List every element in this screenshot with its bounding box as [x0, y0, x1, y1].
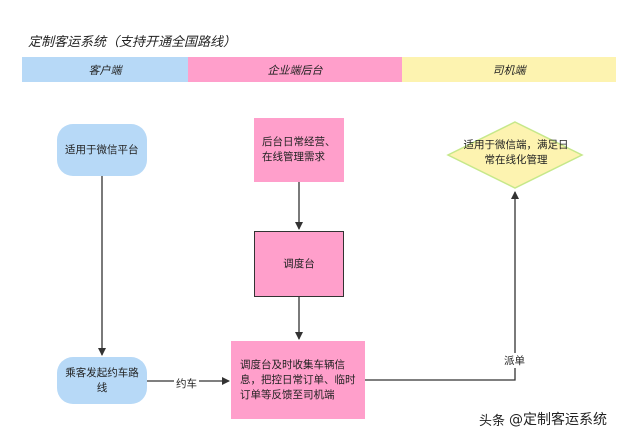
- edge-detail-to-driver: [365, 191, 519, 381]
- edge-label-dispatch: 派单: [502, 353, 527, 368]
- watermark-prefix: 头条: [479, 413, 506, 429]
- node-dispatch-detail: 调度台及时收集车辆信息，把控日常订单、临时订单等反馈至司机端: [231, 341, 365, 419]
- watermark: 头条 @定制客运系统: [479, 409, 607, 429]
- node-dispatch-detail-text: 调度台及时收集车辆信息，把控日常订单、临时订单等反馈至司机端: [240, 358, 356, 401]
- node-customer-platform-text: 适用于微信平台: [65, 143, 139, 156]
- node-backend-ops: 后台日常经营、在线管理需求: [254, 118, 344, 182]
- node-dispatch-text: 调度台: [283, 257, 315, 270]
- node-dispatch: 调度台: [254, 231, 344, 297]
- diamond-shape: [446, 121, 584, 189]
- lane-header-customer: 客户端: [22, 57, 188, 82]
- lane-header-driver: 司机端: [402, 57, 616, 82]
- node-customer-platform: 适用于微信平台: [57, 124, 147, 176]
- lane-header-backend: 企业端后台: [188, 57, 402, 82]
- node-backend-ops-text: 后台日常经营、在线管理需求: [262, 136, 336, 163]
- edge-label-booking: 约车: [174, 376, 199, 391]
- node-driver-text: 适用于微信端，满足日常在线化管理: [463, 139, 569, 166]
- diagram-title: 定制客运系统（支持开通全国路线）: [28, 35, 237, 50]
- node-passenger-text: 乘客发起约车路线: [65, 366, 139, 394]
- node-driver-diamond: 适用于微信端，满足日常在线化管理: [446, 120, 584, 190]
- watermark-handle: @定制客运系统: [509, 412, 608, 428]
- node-passenger: 乘客发起约车路线: [57, 357, 147, 404]
